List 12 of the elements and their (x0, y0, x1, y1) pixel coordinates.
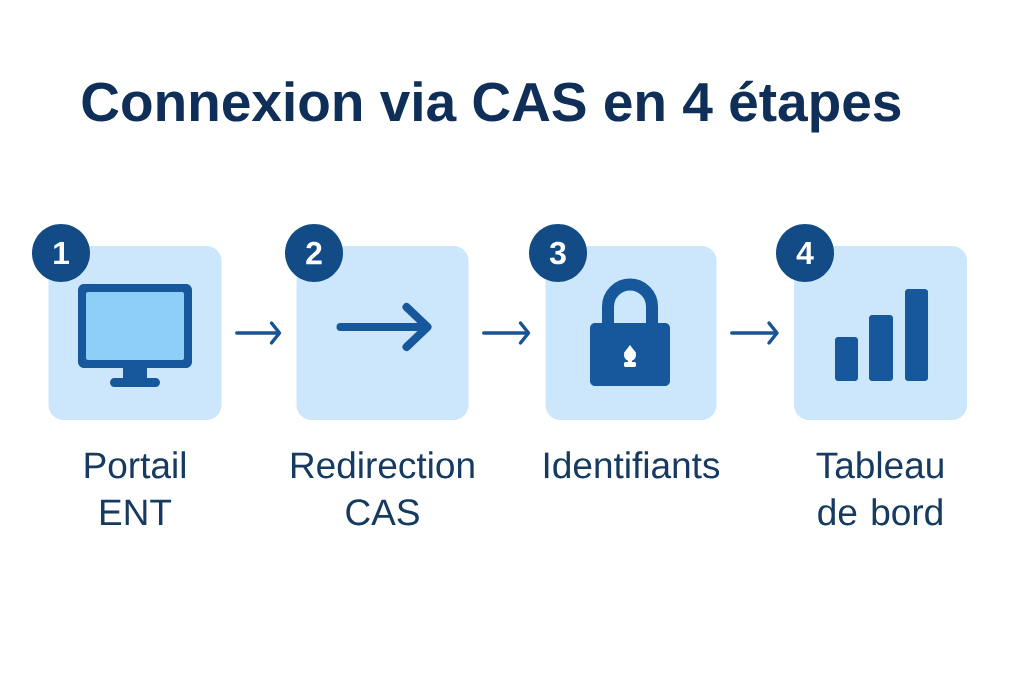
arrow (235, 321, 282, 345)
number-badge: 2 (285, 224, 343, 282)
number-badge: 3 (529, 224, 587, 282)
number-badge: 4 (776, 224, 834, 282)
step-label: Redirection CAS (291, 451, 474, 526)
step-label: Identifiants (544, 451, 720, 479)
arrow (730, 321, 779, 345)
number-badge: 1 (32, 224, 90, 282)
step-label: Portail ENT (85, 451, 185, 526)
title: Connexion via CAS en 4 étapes (82, 80, 901, 133)
step-label: Tableau de bord (816, 451, 943, 526)
arrow (482, 321, 531, 345)
